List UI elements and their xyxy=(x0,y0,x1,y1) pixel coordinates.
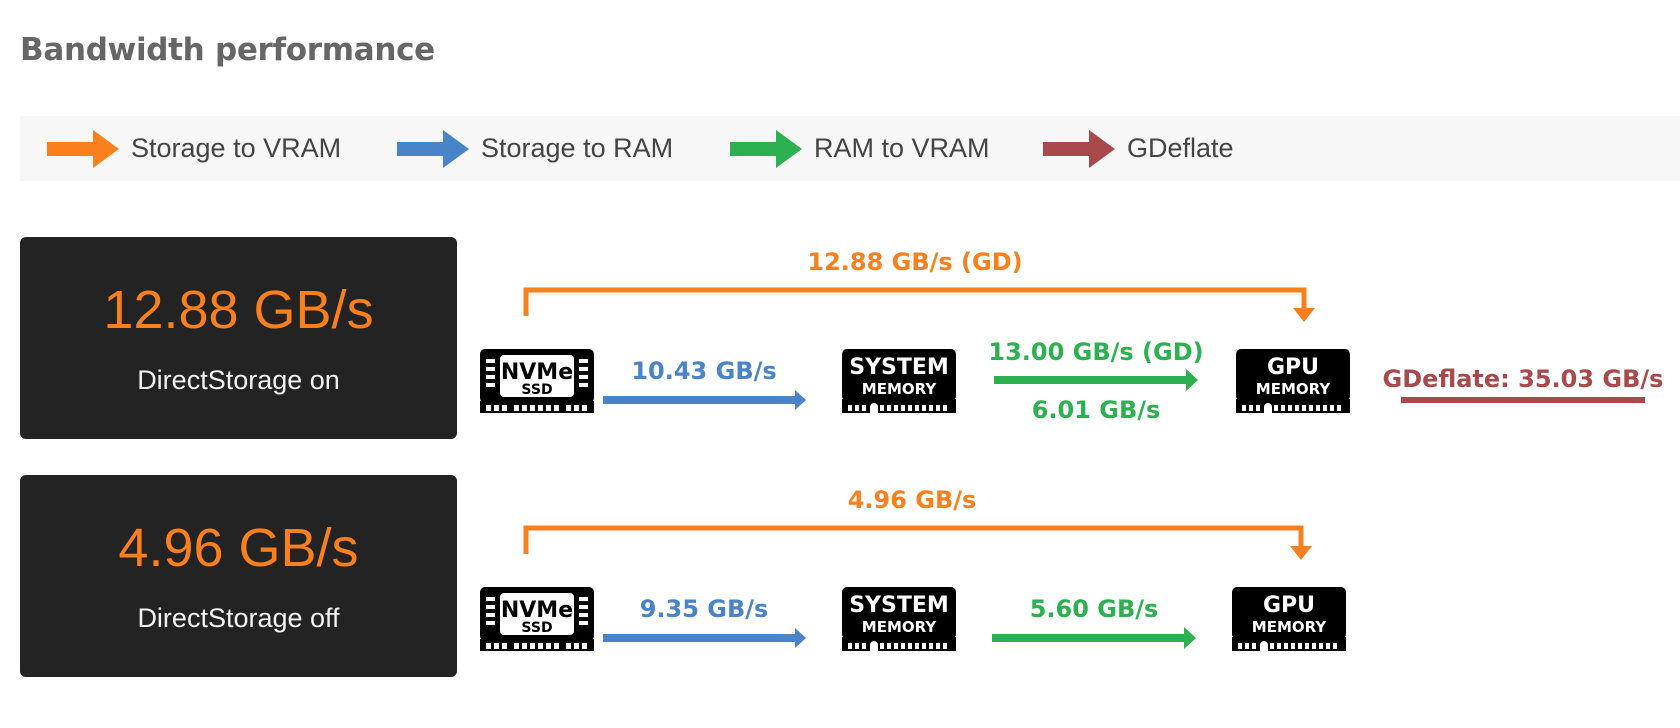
storage-to-vram-label: 12.88 GB/s (GD) xyxy=(807,248,1022,276)
nvme-ssd-chip: NVMe SSD xyxy=(480,349,594,413)
chip-label: GPU xyxy=(1263,593,1315,618)
legend-label: Storage to VRAM xyxy=(131,133,342,163)
storage-to-vram-arrow xyxy=(523,287,1307,316)
storage-to-vram-arrow xyxy=(523,525,1304,554)
total-bandwidth: 12.88 GB/s xyxy=(103,280,374,340)
row-directstorage-on: 12.88 GB/s (GD) NVMe SSD 10.43 GB/s SYST… xyxy=(480,248,1663,424)
chip-sublabel: MEMORY xyxy=(862,618,938,636)
chip-label: SYSTEM xyxy=(849,593,949,618)
chip-sublabel: MEMORY xyxy=(1252,618,1328,636)
storage-to-ram-label: 9.35 GB/s xyxy=(640,595,769,623)
ram-to-vram-label-gd: 13.00 GB/s (GD) xyxy=(988,338,1203,366)
arrow-right-icon xyxy=(47,129,119,168)
chip-sublabel: MEMORY xyxy=(1256,380,1332,398)
storage-to-vram-label: 4.96 GB/s xyxy=(848,486,977,514)
page-title: Bandwidth performance xyxy=(20,32,435,68)
chip-label: SYSTEM xyxy=(849,355,949,380)
gdeflate-bar xyxy=(1401,397,1645,403)
gpu-memory-chip: GPU MEMORY xyxy=(1232,587,1346,651)
chip-sublabel: MEMORY xyxy=(862,380,938,398)
mode-label: DirectStorage on xyxy=(137,365,340,395)
nvme-ssd-chip: NVMe SSD xyxy=(480,587,594,651)
row-directstorage-off: 4.96 GB/s NVMe SSD 9.35 GB/s SYSTEM MEMO… xyxy=(480,486,1346,651)
arrow-right-icon xyxy=(397,129,469,168)
legend-item-gdeflate: GDeflate xyxy=(1043,116,1234,181)
summary-card-directstorage-on: 12.88 GB/s DirectStorage on xyxy=(20,237,457,439)
legend-label: RAM to VRAM xyxy=(814,133,990,163)
storage-to-vram-arrowhead xyxy=(1290,546,1312,560)
system-memory-chip: SYSTEM MEMORY xyxy=(842,587,956,651)
legend-label: GDeflate xyxy=(1127,133,1234,163)
legend: Storage to VRAM Storage to RAM RAM to VR… xyxy=(20,116,1680,181)
mode-label: DirectStorage off xyxy=(137,603,340,633)
legend-item-storage-to-vram: Storage to VRAM xyxy=(47,116,341,181)
storage-to-ram-arrow xyxy=(603,628,806,648)
ram-to-vram-label: 6.01 GB/s xyxy=(1032,396,1161,424)
ram-to-vram-arrow xyxy=(992,627,1196,649)
ram-to-vram-arrow xyxy=(994,369,1198,391)
system-memory-chip: SYSTEM MEMORY xyxy=(842,349,956,413)
chip-label: NVMe xyxy=(501,598,573,623)
chip-sublabel: SSD xyxy=(521,620,552,636)
ram-to-vram-label: 5.60 GB/s xyxy=(1030,595,1159,623)
chip-label: NVMe xyxy=(501,360,573,385)
storage-to-ram-label: 10.43 GB/s xyxy=(631,357,776,385)
legend-item-storage-to-ram: Storage to RAM xyxy=(397,116,673,181)
chip-label: GPU xyxy=(1267,355,1319,380)
storage-to-vram-arrowhead xyxy=(1293,308,1315,322)
legend-label: Storage to RAM xyxy=(481,133,674,163)
arrow-right-icon xyxy=(1043,129,1115,168)
legend-item-ram-to-vram: RAM to VRAM xyxy=(730,116,990,181)
gdeflate-label: GDeflate: 35.03 GB/s xyxy=(1383,365,1664,393)
summary-card-directstorage-off: 4.96 GB/s DirectStorage off xyxy=(20,475,457,677)
storage-to-ram-arrow xyxy=(603,390,806,410)
chip-sublabel: SSD xyxy=(521,382,552,398)
total-bandwidth: 4.96 GB/s xyxy=(118,518,359,578)
arrow-right-icon xyxy=(730,129,802,168)
gpu-memory-chip: GPU MEMORY xyxy=(1236,349,1350,413)
